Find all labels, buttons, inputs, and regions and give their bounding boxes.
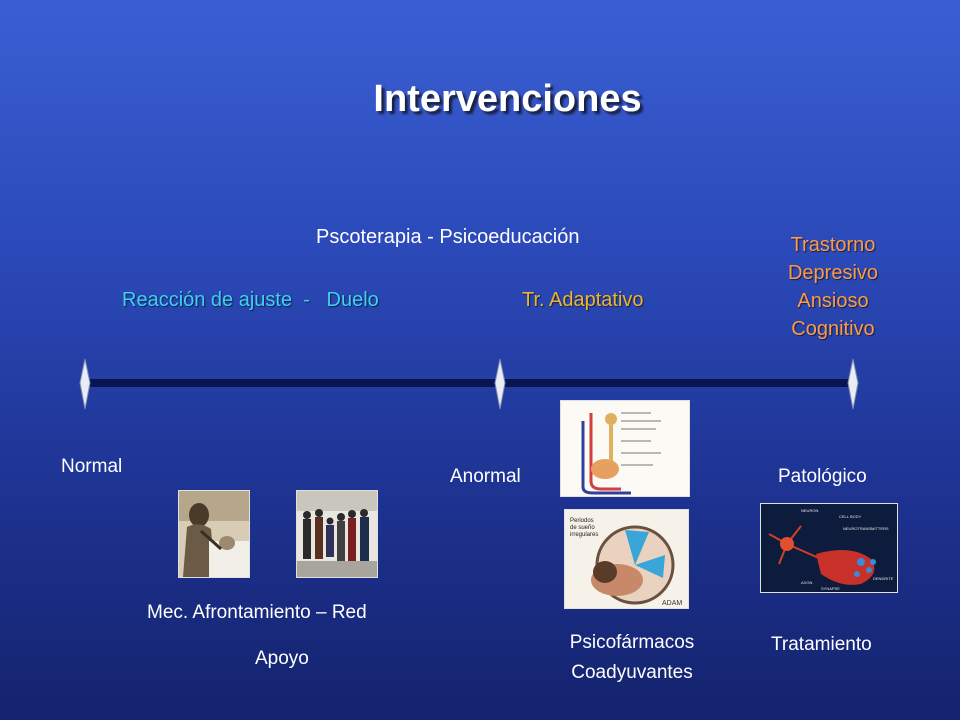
- neuron-label: AXON: [801, 580, 812, 585]
- treatment-label: Tratamiento: [771, 634, 872, 655]
- neuron-label: SYNAPSE: [821, 586, 840, 591]
- timeline-marker-patologico: [847, 358, 859, 410]
- coping-label: Mec. Afrontamiento – Red: [147, 602, 367, 623]
- marker-anormal-label: Anormal: [450, 466, 521, 487]
- neuron-label: DENDRITE: [873, 576, 894, 581]
- phase-adaptive-label: Tr. Adaptativo: [522, 289, 644, 311]
- disorder-item: Ansioso: [797, 290, 869, 312]
- timeline-marker-normal: [79, 358, 91, 410]
- phase-adjustment-label: Reacción de ajuste - Duelo: [122, 289, 379, 311]
- disorder-item: Trastorno: [790, 234, 876, 256]
- timeline-bar: [85, 379, 855, 387]
- psychotherapy-label: Pscoterapia - Psicoeducación: [316, 226, 580, 248]
- adam-brand: ADAM: [662, 600, 682, 607]
- marker-normal-label: Normal: [61, 456, 123, 477]
- neuron-label: NEURON: [801, 508, 818, 513]
- pharmacology-block: Psicofármacos Coadyuvantes: [550, 628, 714, 688]
- psychopharm-label: Psicofármacos: [569, 632, 695, 653]
- clock-text-1: Periodos: [570, 518, 594, 524]
- timeline-marker-anormal: [494, 358, 506, 410]
- family-photo: [296, 490, 378, 578]
- neuron-illustration: NEURON CELL BODY NEUROTRANSMITTERS AXON …: [760, 503, 898, 593]
- clock-text-3: irregulares: [570, 532, 598, 538]
- clock-text-2: de sueño: [570, 525, 595, 531]
- caregiving-photo: [178, 490, 250, 578]
- timeline: [79, 358, 859, 410]
- support-label: Apoyo: [255, 648, 309, 669]
- disorder-item: Depresivo: [787, 262, 879, 284]
- neuron-label: CELL BODY: [839, 514, 862, 519]
- sleep-clock-illustration: Periodos de sueño irregulares ADAM: [564, 509, 689, 609]
- disorder-item: Cognitivo: [791, 318, 875, 340]
- marker-patologico-label: Patológico: [778, 466, 867, 487]
- slide-title: Intervenciones: [373, 78, 642, 120]
- adjuvant-label: Coadyuvantes: [571, 662, 693, 683]
- phase-disorder-list: Trastorno Depresivo Ansioso Cognitivo: [760, 231, 906, 343]
- physiology-diagram: [560, 400, 690, 497]
- neuron-label: NEUROTRANSMITTERS: [843, 526, 889, 531]
